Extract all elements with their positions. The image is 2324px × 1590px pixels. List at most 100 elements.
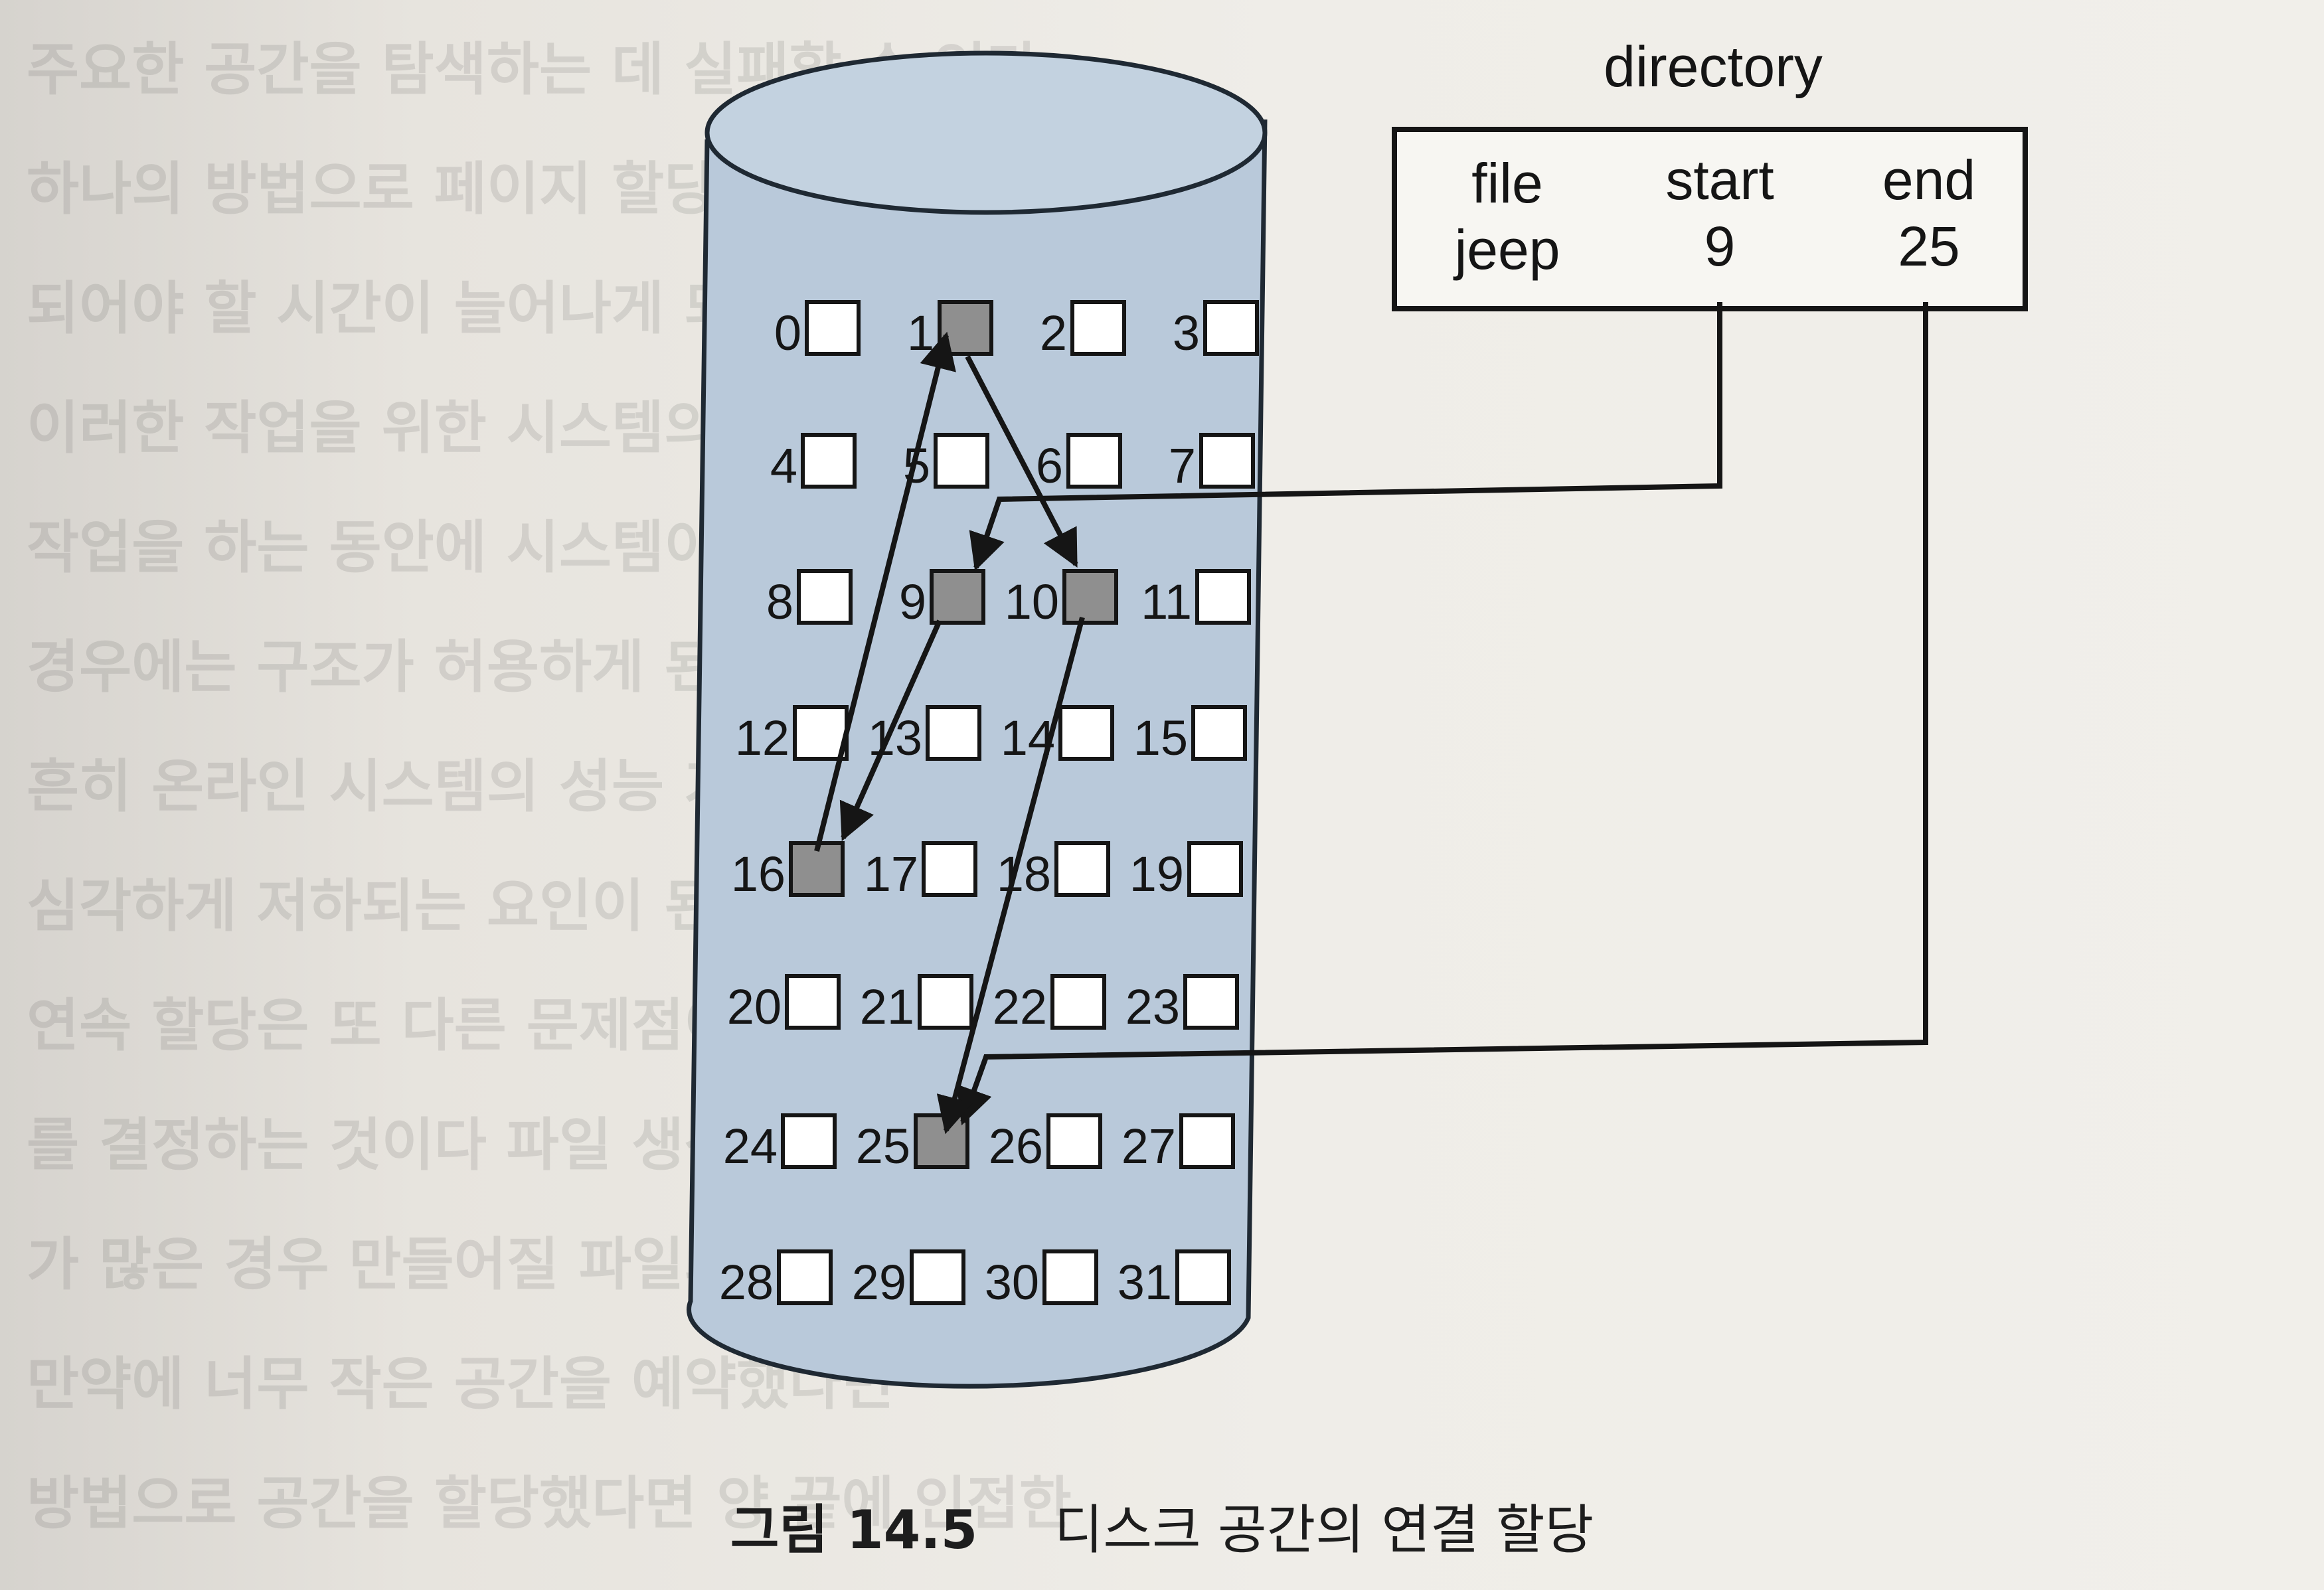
free-block-square [1195, 569, 1251, 625]
directory-header-start: start [1665, 149, 1774, 211]
free-block-square [1187, 841, 1243, 897]
end-pointer-arrow [956, 302, 1928, 1126]
free-block-square [1199, 433, 1255, 489]
allocated-block-square [789, 841, 845, 897]
free-block-square [1070, 300, 1126, 356]
link-arrow-10-to-25 [936, 616, 1085, 1135]
disk-block: 16 [731, 841, 845, 902]
disk-block: 11 [1141, 569, 1251, 629]
disk-block: 31 [1118, 1249, 1231, 1310]
disk-block: 21 [860, 974, 973, 1034]
directory-entry-start: 9 [1704, 215, 1736, 278]
free-block-square [1058, 705, 1114, 761]
directory-table: directory file start end jeep 9 25 [1392, 35, 2028, 311]
link-arrow-9-to-16 [839, 619, 942, 842]
disk-block-number: 26 [989, 1119, 1043, 1174]
disk-block-number: 15 [1133, 710, 1188, 765]
directory-box [1392, 127, 2028, 311]
disk-block-number: 10 [1005, 574, 1059, 629]
disk-block: 24 [723, 1113, 837, 1174]
disk-block: 29 [852, 1249, 965, 1310]
disk-block: 10 [1005, 569, 1118, 629]
free-block-square [797, 569, 853, 625]
caption-title: 디스크 공간의 연결 할당 [1054, 1499, 1594, 1561]
disk-block: 25 [856, 1113, 969, 1174]
free-block-square [1175, 1249, 1231, 1305]
link-arrow-1-to-10 [965, 355, 1078, 568]
free-block-square [777, 1249, 833, 1305]
allocated-block-square [930, 569, 985, 625]
disk-block: 12 [735, 705, 849, 765]
disk-block: 22 [993, 974, 1106, 1034]
free-block-square [801, 433, 857, 489]
directory-title: directory [1604, 35, 1823, 99]
disk-block-number: 30 [985, 1255, 1039, 1310]
free-block-square [1191, 705, 1247, 761]
directory-header-end: end [1882, 149, 1975, 211]
free-block-square [1179, 1113, 1235, 1169]
disk-block-number: 19 [1129, 846, 1184, 902]
disk-block-number: 29 [852, 1255, 906, 1310]
disk-block: 15 [1133, 705, 1247, 765]
free-block-square [793, 705, 849, 761]
disk-block: 23 [1125, 974, 1239, 1034]
free-block-square [922, 841, 977, 897]
link-arrow-16-to-1 [814, 331, 956, 852]
disk-block-number: 12 [735, 710, 789, 765]
allocated-block-square [938, 300, 993, 356]
free-block-square [1183, 974, 1239, 1030]
disk-block: 3 [1173, 300, 1259, 360]
disk-block: 26 [989, 1113, 1102, 1174]
disk-block-number: 31 [1118, 1255, 1172, 1310]
free-block-square [934, 433, 989, 489]
disk-block: 18 [997, 841, 1110, 902]
directory-entry-end: 25 [1898, 215, 1959, 278]
allocated-block-square [1062, 569, 1118, 625]
free-block-square [1054, 841, 1110, 897]
disk-block-number: 16 [731, 846, 786, 902]
disk-block-number: 24 [723, 1119, 778, 1174]
disk-block-number: 4 [770, 438, 797, 493]
disk-block-number: 23 [1125, 979, 1180, 1034]
disk-block-number: 6 [1036, 438, 1063, 493]
disk-block-number: 0 [774, 305, 801, 360]
free-block-square [785, 974, 841, 1030]
disk-block-number: 21 [860, 979, 914, 1034]
disk-block: 2 [1040, 300, 1126, 360]
disk-block: 6 [1036, 433, 1122, 493]
disk-block-number: 17 [864, 846, 918, 902]
disk-block: 0 [774, 300, 861, 360]
free-block-square [910, 1249, 965, 1305]
caption-number: 그림 14.5 [730, 1499, 978, 1561]
disk-block: 7 [1169, 433, 1255, 493]
disk-block: 27 [1121, 1113, 1235, 1174]
directory-entry-file: jeep [1453, 218, 1560, 281]
free-block-square [1203, 300, 1259, 356]
disk-block-number: 27 [1121, 1119, 1176, 1174]
disk-block-number: 18 [997, 846, 1051, 902]
disk-block: 9 [899, 569, 985, 629]
free-block-square [918, 974, 973, 1030]
disk-block: 4 [770, 433, 857, 493]
disk-block-number: 25 [856, 1119, 910, 1174]
disk-block: 8 [766, 569, 853, 629]
free-block-square [1046, 1113, 1102, 1169]
disk-block-number: 22 [993, 979, 1047, 1034]
disk-block: 20 [727, 974, 841, 1034]
free-block-square [926, 705, 981, 761]
disk-block-number: 20 [727, 979, 782, 1034]
disk-block-number: 7 [1169, 438, 1196, 493]
disk-block-number: 8 [766, 574, 793, 629]
disk-block: 17 [864, 841, 977, 902]
disk-block: 1 [907, 300, 993, 360]
allocated-block-square [914, 1113, 969, 1169]
free-block-square [781, 1113, 837, 1169]
disk-block-number: 11 [1141, 574, 1192, 629]
disk-block: 19 [1129, 841, 1243, 902]
figure-caption: 그림 14.5 디스크 공간의 연결 할당 [0, 1487, 2324, 1564]
free-block-square [1042, 1249, 1098, 1305]
disk-block-number: 1 [907, 305, 934, 360]
directory-header-file: file [1471, 152, 1542, 214]
disk-block: 30 [985, 1249, 1098, 1310]
